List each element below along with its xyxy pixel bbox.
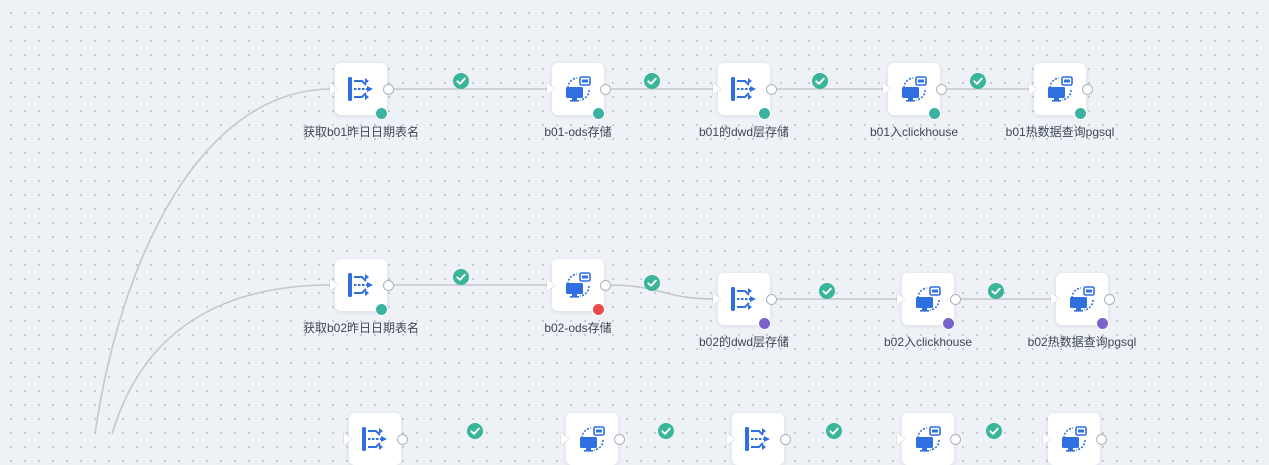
input-port[interactable] — [883, 83, 891, 95]
workflow-node[interactable] — [561, 413, 625, 465]
workflow-node[interactable] — [1029, 63, 1093, 120]
node-label: b02-ods存储 — [544, 321, 612, 335]
edge-check-icon[interactable] — [467, 423, 483, 439]
workflow-node[interactable] — [1051, 273, 1115, 330]
input-port[interactable] — [713, 83, 721, 95]
input-port[interactable] — [727, 433, 735, 445]
input-port[interactable] — [713, 293, 721, 305]
input-port[interactable] — [1051, 293, 1059, 305]
monitor-data-icon — [564, 75, 592, 103]
workflow-node[interactable] — [883, 63, 947, 120]
output-port[interactable] — [780, 434, 791, 445]
node-label: b01热数据查询pgsql — [1005, 125, 1115, 139]
output-port[interactable] — [397, 434, 408, 445]
input-port[interactable] — [330, 83, 338, 95]
edge-check-icon[interactable] — [970, 73, 986, 89]
node-label: b02入clickhouse — [883, 335, 973, 349]
status-dot-success — [375, 303, 388, 316]
monitor-data-icon — [1046, 75, 1074, 103]
monitor-data-icon — [1068, 285, 1096, 313]
status-dot-pending — [758, 317, 771, 330]
monitor-data-icon — [578, 425, 606, 453]
input-port[interactable] — [1029, 83, 1037, 95]
status-dot-success — [1074, 107, 1087, 120]
output-port[interactable] — [1096, 434, 1107, 445]
workflow-node[interactable] — [713, 63, 777, 120]
status-dot-success — [592, 107, 605, 120]
input-port[interactable] — [547, 279, 555, 291]
output-port[interactable] — [600, 280, 611, 291]
node-label: b01-ods存储 — [544, 125, 612, 139]
workflow-node[interactable] — [897, 413, 961, 465]
input-port[interactable] — [897, 293, 905, 305]
workflow-node[interactable] — [547, 259, 611, 316]
input-port[interactable] — [561, 433, 569, 445]
output-port[interactable] — [1082, 84, 1093, 95]
data-flow-icon — [347, 75, 375, 103]
branch-edge[interactable] — [94, 88, 332, 434]
input-port[interactable] — [344, 433, 352, 445]
output-port[interactable] — [766, 294, 777, 305]
node-label: b02热数据查询pgsql — [1027, 335, 1137, 349]
workflow-edge[interactable] — [607, 284, 717, 300]
node-label: b02的dwd层存储 — [698, 335, 790, 349]
workflow-node[interactable] — [344, 413, 408, 465]
edge-check-icon[interactable] — [453, 73, 469, 89]
branch-edge[interactable] — [111, 284, 332, 434]
edge-check-icon[interactable] — [986, 423, 1002, 439]
node-label: b01入clickhouse — [869, 125, 959, 139]
node-label: b01的dwd层存储 — [698, 125, 790, 139]
workflow-node[interactable] — [330, 63, 394, 120]
workflow-node[interactable] — [1043, 413, 1107, 465]
output-port[interactable] — [383, 84, 394, 95]
output-port[interactable] — [600, 84, 611, 95]
input-port[interactable] — [330, 279, 338, 291]
output-port[interactable] — [614, 434, 625, 445]
monitor-data-icon — [914, 285, 942, 313]
monitor-data-icon — [564, 271, 592, 299]
workflow-edges — [94, 88, 1054, 434]
edge-check-icon[interactable] — [988, 283, 1004, 299]
output-port[interactable] — [950, 294, 961, 305]
status-dot-success — [928, 107, 941, 120]
node-label: 获取b01昨日日期表名 — [302, 125, 420, 139]
data-flow-icon — [347, 271, 375, 299]
data-flow-icon — [730, 285, 758, 313]
status-dot-pending — [942, 317, 955, 330]
input-port[interactable] — [1043, 433, 1051, 445]
status-dot-success — [375, 107, 388, 120]
monitor-data-icon — [900, 75, 928, 103]
status-dot-success — [758, 107, 771, 120]
workflow-node[interactable] — [713, 273, 777, 330]
output-port[interactable] — [936, 84, 947, 95]
input-port[interactable] — [897, 433, 905, 445]
workflow-node[interactable] — [330, 259, 394, 316]
workflow-node[interactable] — [727, 413, 791, 465]
workflow-node[interactable] — [897, 273, 961, 330]
workflow-node[interactable] — [547, 63, 611, 120]
edge-check-icon[interactable] — [826, 423, 842, 439]
edge-check-icon[interactable] — [812, 73, 828, 89]
monitor-data-icon — [1060, 425, 1088, 453]
data-flow-icon — [361, 425, 389, 453]
status-dot-pending — [1096, 317, 1109, 330]
edge-check-icon[interactable] — [644, 275, 660, 291]
data-flow-icon — [730, 75, 758, 103]
node-label: 获取b02昨日日期表名 — [302, 321, 420, 335]
input-port[interactable] — [547, 83, 555, 95]
status-dot-error — [592, 303, 605, 316]
output-port[interactable] — [950, 434, 961, 445]
output-port[interactable] — [383, 280, 394, 291]
output-port[interactable] — [1104, 294, 1115, 305]
monitor-data-icon — [914, 425, 942, 453]
data-flow-icon — [744, 425, 772, 453]
edge-check-icon[interactable] — [644, 73, 660, 89]
edge-check-icon[interactable] — [658, 423, 674, 439]
edge-check-icon[interactable] — [453, 269, 469, 285]
output-port[interactable] — [766, 84, 777, 95]
edge-check-icon[interactable] — [819, 283, 835, 299]
